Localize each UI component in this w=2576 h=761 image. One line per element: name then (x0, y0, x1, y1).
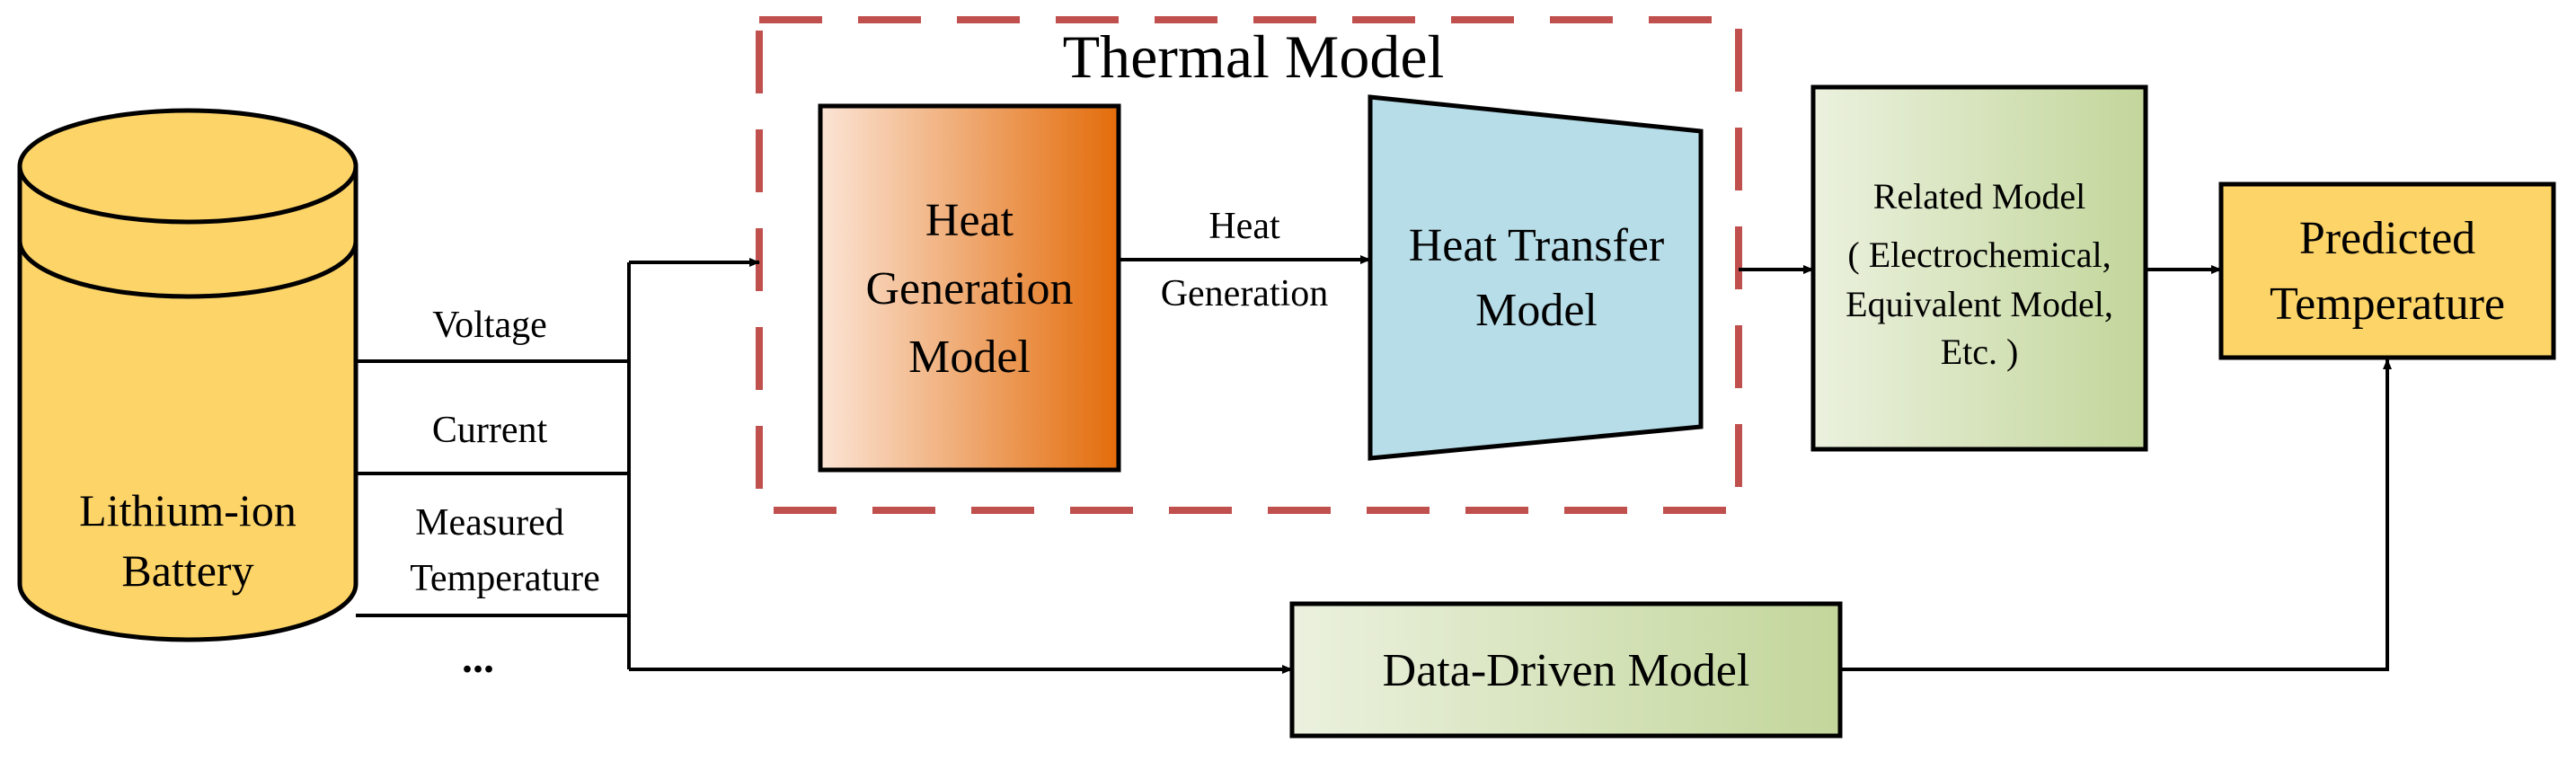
related-model-line4: Etc. ) (1941, 332, 2019, 372)
predicted-temperature-box (2218, 181, 2556, 360)
ellipsis-label: ... (462, 634, 494, 682)
predicted-line1: Predicted (2299, 213, 2475, 264)
lithium-ion-battery: Lithium-ion Battery (17, 108, 359, 642)
battery-band (17, 240, 359, 299)
predicted-line2: Temperature (2270, 279, 2505, 330)
current-label: Current (432, 410, 548, 451)
heat-transfer-line2: Model (1475, 285, 1598, 336)
heat-generation-line1: Heat (925, 195, 1014, 246)
thermal-model-title: Thermal Model (1063, 22, 1445, 91)
heat-transfer-model-shape (1368, 94, 1704, 461)
battery-label-line1: Lithium-ion (79, 485, 297, 535)
battery-body (17, 166, 359, 642)
data-driven-model-box (1289, 601, 1843, 739)
heat-edge-line2: Generation (1161, 273, 1329, 314)
related-model-line2: ( Electrochemical, (1847, 234, 2111, 275)
battery-top (17, 108, 359, 225)
battery-label-line2: Battery (121, 545, 253, 596)
heat-edge-line1: Heat (1208, 206, 1280, 247)
arrow-data-driven-to-predicted (1840, 358, 2392, 671)
related-model-line1: Related Model (1873, 176, 2086, 217)
measured-label-line2: Temperature (410, 558, 600, 599)
heat-generation-line2: Generation (865, 263, 1073, 314)
data-driven-label: Data-Driven Model (1383, 645, 1750, 696)
related-model-line3: Equivalent Model, (1846, 284, 2113, 324)
heat-generation-line3: Model (908, 332, 1031, 383)
heat-generation-model-box (818, 103, 1121, 473)
measured-label-line1: Measured (415, 502, 564, 544)
heat-transfer-line1: Heat Transfer (1409, 220, 1665, 271)
related-model-box (1810, 84, 2148, 452)
voltage-label: Voltage (432, 305, 547, 346)
